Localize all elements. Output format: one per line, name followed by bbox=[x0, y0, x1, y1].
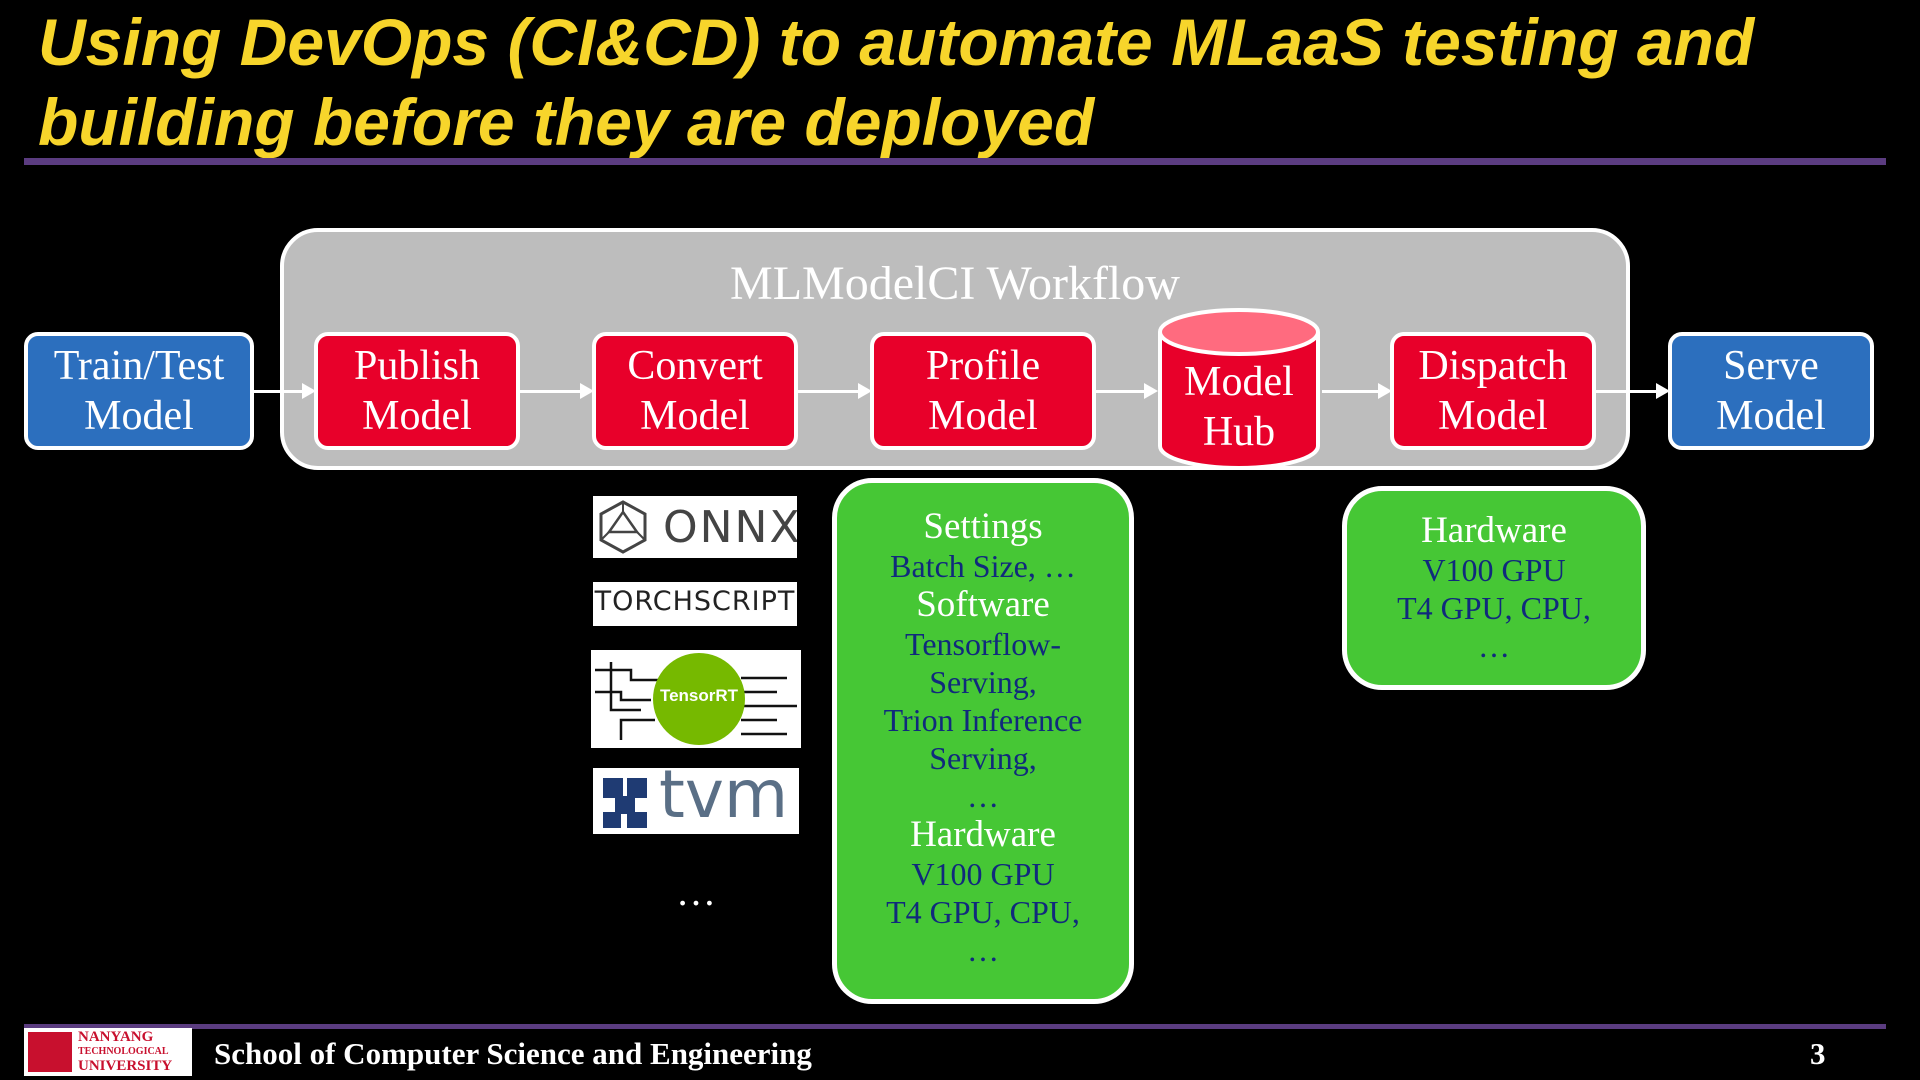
software-text: Tensorflow- Serving, Trion Inference Ser… bbox=[883, 626, 1083, 814]
arrow-hub-dispatch bbox=[1322, 383, 1392, 399]
onnx-label: ONNX bbox=[663, 502, 797, 553]
dispatch-model-node: Dispatch Model bbox=[1390, 332, 1596, 450]
dispatch-hardware-heading: Hardware bbox=[1421, 510, 1567, 551]
model-hub-label-wrap: Model Hub bbox=[1156, 352, 1322, 462]
tensorrt-label: TensorRT bbox=[659, 686, 739, 705]
node-label: Model Hub bbox=[1184, 359, 1294, 455]
settings-text: Batch Size, … bbox=[890, 548, 1076, 584]
onnx-logo: ONNX bbox=[593, 496, 797, 558]
profile-model-node: Profile Model bbox=[870, 332, 1096, 450]
publish-model-node: Publish Model bbox=[314, 332, 520, 450]
hardware-text: V100 GPU T4 GPU, CPU, … bbox=[886, 856, 1080, 968]
univ-line-2: TECHNOLOGICAL bbox=[78, 1046, 169, 1057]
serve-model-node: Serve Model bbox=[1668, 332, 1874, 450]
node-label: Train/Test Model bbox=[53, 343, 225, 439]
hardware-heading: Hardware bbox=[910, 814, 1056, 855]
tvm-icon bbox=[603, 778, 647, 828]
dispatch-hardware-text: V100 GPU T4 GPU, CPU, … bbox=[1397, 552, 1591, 664]
arrow-dispatch-serve bbox=[1596, 383, 1670, 399]
torchscript-label: TORCHSCRIPT bbox=[594, 586, 796, 617]
node-label: Profile Model bbox=[925, 343, 1041, 439]
tensorrt-logo: TensorRT bbox=[591, 650, 801, 748]
univ-line-3: UNIVERSITY bbox=[78, 1058, 173, 1074]
slide-title: Using DevOps (CI&CD) to automate MLaaS t… bbox=[38, 5, 1755, 159]
school-name: School of Computer Science and Engineeri… bbox=[214, 1036, 812, 1071]
arrow-convert-profile bbox=[798, 383, 872, 399]
onnx-icon bbox=[599, 500, 647, 554]
circuit-lines-icon bbox=[595, 653, 797, 745]
software-heading: Software bbox=[916, 584, 1050, 625]
university-crest-icon bbox=[28, 1032, 72, 1072]
arrow-train-publish bbox=[254, 383, 316, 399]
train-test-model-node: Train/Test Model bbox=[24, 332, 254, 450]
node-label: Publish Model bbox=[353, 343, 481, 439]
title-divider bbox=[24, 158, 1886, 165]
workflow-title: MLModelCI Workflow bbox=[730, 257, 1180, 310]
convert-model-node: Convert Model bbox=[592, 332, 798, 450]
node-label: Dispatch Model bbox=[1418, 343, 1568, 439]
dispatch-hardware-box: Hardware V100 GPU T4 GPU, CPU, … bbox=[1342, 486, 1646, 690]
more-formats-ellipsis: … bbox=[676, 869, 716, 914]
arrow-profile-hub bbox=[1096, 383, 1158, 399]
model-hub-cylinder bbox=[1158, 308, 1320, 470]
university-logo: NANYANG TECHNOLOGICAL UNIVERSITY bbox=[24, 1028, 192, 1076]
tvm-logo: tvm bbox=[593, 768, 799, 834]
page-number: 3 bbox=[1810, 1036, 1826, 1071]
footer-divider bbox=[24, 1024, 1886, 1029]
node-label: Serve Model bbox=[1716, 343, 1826, 439]
univ-line-1: NANYANG bbox=[78, 1029, 154, 1045]
settings-heading: Settings bbox=[923, 506, 1043, 547]
tvm-label: tvm bbox=[659, 768, 789, 833]
arrow-publish-convert bbox=[520, 383, 594, 399]
torchscript-logo: TORCHSCRIPT bbox=[593, 582, 797, 626]
profile-settings-box: Settings Batch Size, … Software Tensorfl… bbox=[832, 478, 1134, 1004]
node-label: Convert Model bbox=[627, 343, 763, 439]
